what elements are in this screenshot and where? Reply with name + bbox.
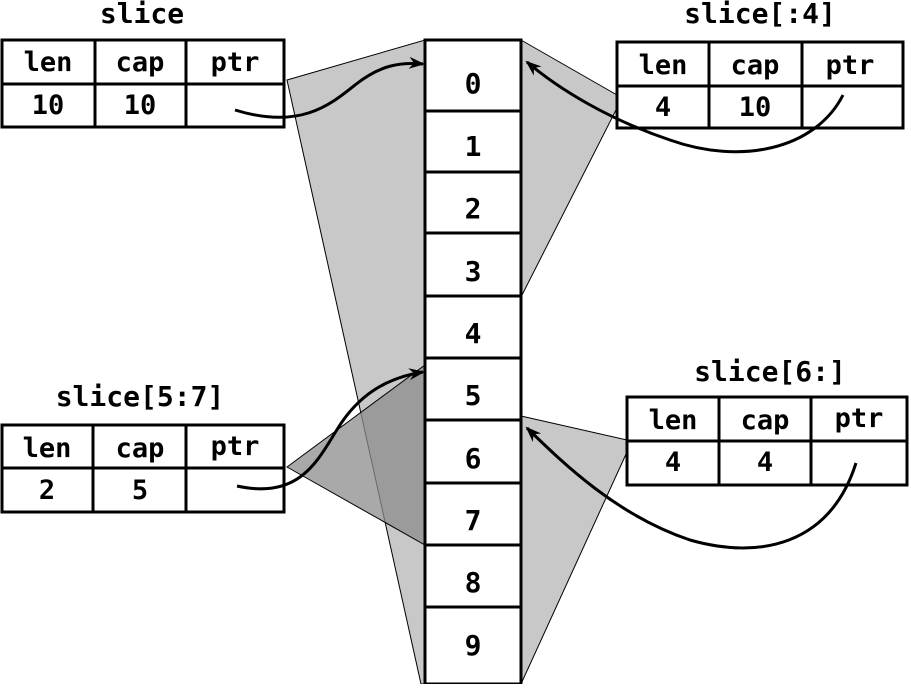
projection-shading xyxy=(286,39,628,685)
header-ptr: ptr xyxy=(835,403,884,434)
header-ptr: ptr xyxy=(211,431,260,462)
backing-array: 0 1 2 3 4 5 6 7 8 9 xyxy=(423,38,523,686)
slice-title: slice xyxy=(100,0,184,30)
array-index-1: 1 xyxy=(465,130,482,163)
value-cap: 5 xyxy=(132,475,148,506)
slice-title: slice[6:] xyxy=(694,355,846,388)
array-index-6: 6 xyxy=(465,442,482,475)
header-ptr: ptr xyxy=(211,47,260,78)
slice-title: slice[:4] xyxy=(684,0,836,30)
ptr-arrow xyxy=(236,368,425,491)
array-index-9: 9 xyxy=(465,629,482,662)
array-index-5: 5 xyxy=(465,379,482,412)
value-cap: 10 xyxy=(124,90,157,121)
slice-header-head: slice[:4] len cap ptr 4 10 xyxy=(525,0,905,154)
array-index-3: 3 xyxy=(465,255,482,288)
ptr-arrow xyxy=(525,60,845,154)
full-slice-projection xyxy=(286,39,426,685)
array-index-8: 8 xyxy=(465,566,482,599)
array-index-0: 0 xyxy=(465,67,482,100)
header-cap: cap xyxy=(741,405,790,436)
slice-header-tail: slice[6:] len cap ptr 4 4 xyxy=(525,355,909,550)
array-index-4: 4 xyxy=(465,317,482,350)
header-cap: cap xyxy=(731,50,780,81)
ptr-arrow xyxy=(525,426,858,550)
head-slice-projection xyxy=(520,39,618,298)
header-len: len xyxy=(24,47,73,78)
value-cap: 4 xyxy=(757,447,773,478)
tail-slice-projection xyxy=(520,415,628,685)
header-len: len xyxy=(649,405,698,436)
header-len: len xyxy=(23,433,72,464)
header-cap: cap xyxy=(116,433,165,464)
slice-header-full: slice len cap ptr 10 10 xyxy=(0,0,425,129)
slice-title: slice[5:7] xyxy=(56,380,225,413)
header-ptr: ptr xyxy=(826,50,875,81)
value-len: 4 xyxy=(655,92,671,123)
value-len: 4 xyxy=(665,447,681,478)
slice-header-mid: slice[5:7] len cap ptr 2 5 xyxy=(0,368,425,514)
value-len: 10 xyxy=(32,90,65,121)
array-outline xyxy=(423,38,523,686)
ptr-arrow xyxy=(234,56,425,119)
array-index-7: 7 xyxy=(465,504,482,537)
header-len: len xyxy=(639,50,688,81)
value-cap: 10 xyxy=(739,92,772,123)
header-cap: cap xyxy=(116,47,165,78)
value-len: 2 xyxy=(39,475,55,506)
array-index-2: 2 xyxy=(465,192,482,225)
